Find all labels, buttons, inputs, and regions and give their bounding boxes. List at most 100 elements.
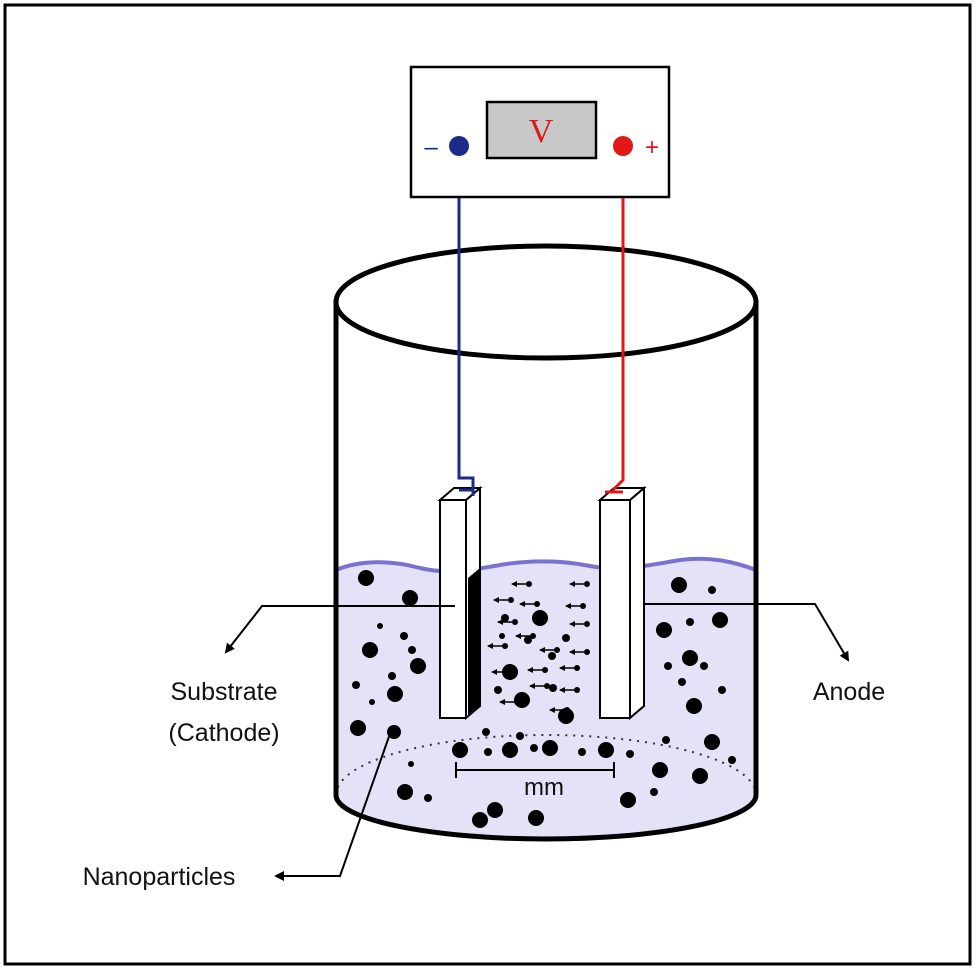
- positive-wire: [605, 152, 625, 494]
- migrating-particle: [530, 633, 536, 639]
- nanoparticle: [452, 742, 468, 758]
- migrating-particle: [564, 707, 570, 713]
- migrating-particle: [526, 581, 532, 587]
- nanoparticle: [524, 636, 532, 644]
- anode-leader: [644, 603, 850, 662]
- nanoparticle: [358, 570, 374, 586]
- nanoparticle: [712, 612, 728, 628]
- negative-wire: [457, 152, 475, 496]
- anode-electrode: [597, 485, 647, 721]
- nanoparticle: [484, 748, 492, 756]
- migrating-particle: [580, 603, 586, 609]
- nanoparticle: [700, 662, 708, 670]
- meter-display: [485, 100, 598, 160]
- gap-scale-bar: mm: [455, 762, 615, 801]
- nanoparticle: [362, 642, 378, 658]
- nanoparticle: [369, 699, 375, 705]
- beaker-rim: [333, 243, 759, 361]
- nanoparticle: [397, 784, 413, 800]
- nanoparticle: [626, 750, 634, 758]
- nanoparticle: [650, 788, 658, 796]
- nanoparticle: [562, 634, 570, 642]
- negative-terminal: [449, 136, 469, 156]
- nanoparticle: [686, 698, 702, 714]
- positive-sign: +: [645, 134, 659, 161]
- nanoparticle: [692, 768, 708, 784]
- substrate-leader: [224, 605, 455, 654]
- nanoparticle: [542, 740, 558, 756]
- nanoparticle: [704, 734, 720, 750]
- positive-terminal: [613, 136, 633, 156]
- nanoparticle: [499, 633, 505, 639]
- nanoparticle: [482, 728, 490, 736]
- nanoparticle: [410, 658, 426, 674]
- migrating-particle: [554, 647, 560, 653]
- migrating-particle: [512, 619, 518, 625]
- migrating-particle: [584, 581, 590, 587]
- electrolyte-surface: [335, 556, 757, 574]
- power-supply: V – +: [409, 65, 671, 199]
- nanoparticle: [598, 742, 614, 758]
- migrating-particle: [514, 699, 520, 705]
- migrating-particle: [584, 649, 590, 655]
- nanoparticle: [402, 590, 418, 606]
- nanoparticle: [671, 577, 687, 593]
- nanoparticle: [487, 802, 503, 818]
- nanoparticle: [501, 614, 509, 622]
- nanoparticle: [548, 652, 556, 660]
- negative-sign: –: [424, 134, 438, 161]
- migrating-particle: [502, 643, 508, 649]
- migrating-particle: [544, 683, 550, 689]
- migrating-particle: [584, 621, 590, 627]
- nanoparticle: [662, 736, 670, 744]
- nanoparticle: [388, 672, 396, 680]
- substrate-label: Substrate: [170, 678, 277, 706]
- nanoparticle: [352, 681, 360, 689]
- migrating-particle: [508, 597, 514, 603]
- migrating-particle: [574, 687, 580, 693]
- nanoparticle: [578, 748, 586, 756]
- migrating-particle: [542, 667, 548, 673]
- nanoparticle: [664, 662, 672, 670]
- nanoparticle: [620, 792, 636, 808]
- nanoparticle: [387, 725, 401, 739]
- migration-arrows-group: [487, 581, 590, 713]
- nanoparticles-label: Nanoparticles: [83, 863, 236, 891]
- nanoparticle: [424, 794, 432, 802]
- nanoparticle: [656, 622, 672, 638]
- nanoparticle: [408, 761, 414, 767]
- nanoparticle: [682, 650, 698, 666]
- anode-label: Anode: [813, 678, 885, 706]
- deposited-film: [468, 568, 480, 716]
- nanoparticle: [494, 686, 502, 694]
- nanoparticle: [387, 686, 403, 702]
- nanoparticle: [728, 756, 736, 764]
- nanoparticle: [408, 646, 416, 654]
- nanoparticle: [718, 686, 726, 694]
- nanoparticle: [516, 732, 524, 740]
- nanoparticle: [350, 720, 366, 736]
- nanoparticles-group: [350, 570, 736, 828]
- migrating-particle: [574, 665, 580, 671]
- gap-label: mm: [524, 774, 564, 801]
- nanoparticles-leader: [274, 727, 393, 881]
- nanoparticle: [652, 762, 668, 778]
- nanoparticle: [530, 744, 538, 752]
- nanoparticle: [532, 610, 548, 626]
- meter-symbol: V: [529, 113, 554, 150]
- nanoparticle: [377, 623, 383, 629]
- nanoparticle: [400, 632, 408, 640]
- migrating-particle: [534, 601, 540, 607]
- nanoparticle: [686, 618, 694, 626]
- nanoparticle: [678, 678, 686, 686]
- nanoparticle: [502, 742, 518, 758]
- migrating-particle: [506, 669, 512, 675]
- cathode-electrode: [437, 485, 483, 721]
- nanoparticle: [472, 812, 488, 828]
- nanoparticle: [528, 810, 544, 826]
- nanoparticle: [708, 586, 716, 594]
- nanoparticle: [549, 684, 557, 692]
- nanoparticle: [558, 708, 574, 724]
- cathode-label: (Cathode): [168, 719, 279, 747]
